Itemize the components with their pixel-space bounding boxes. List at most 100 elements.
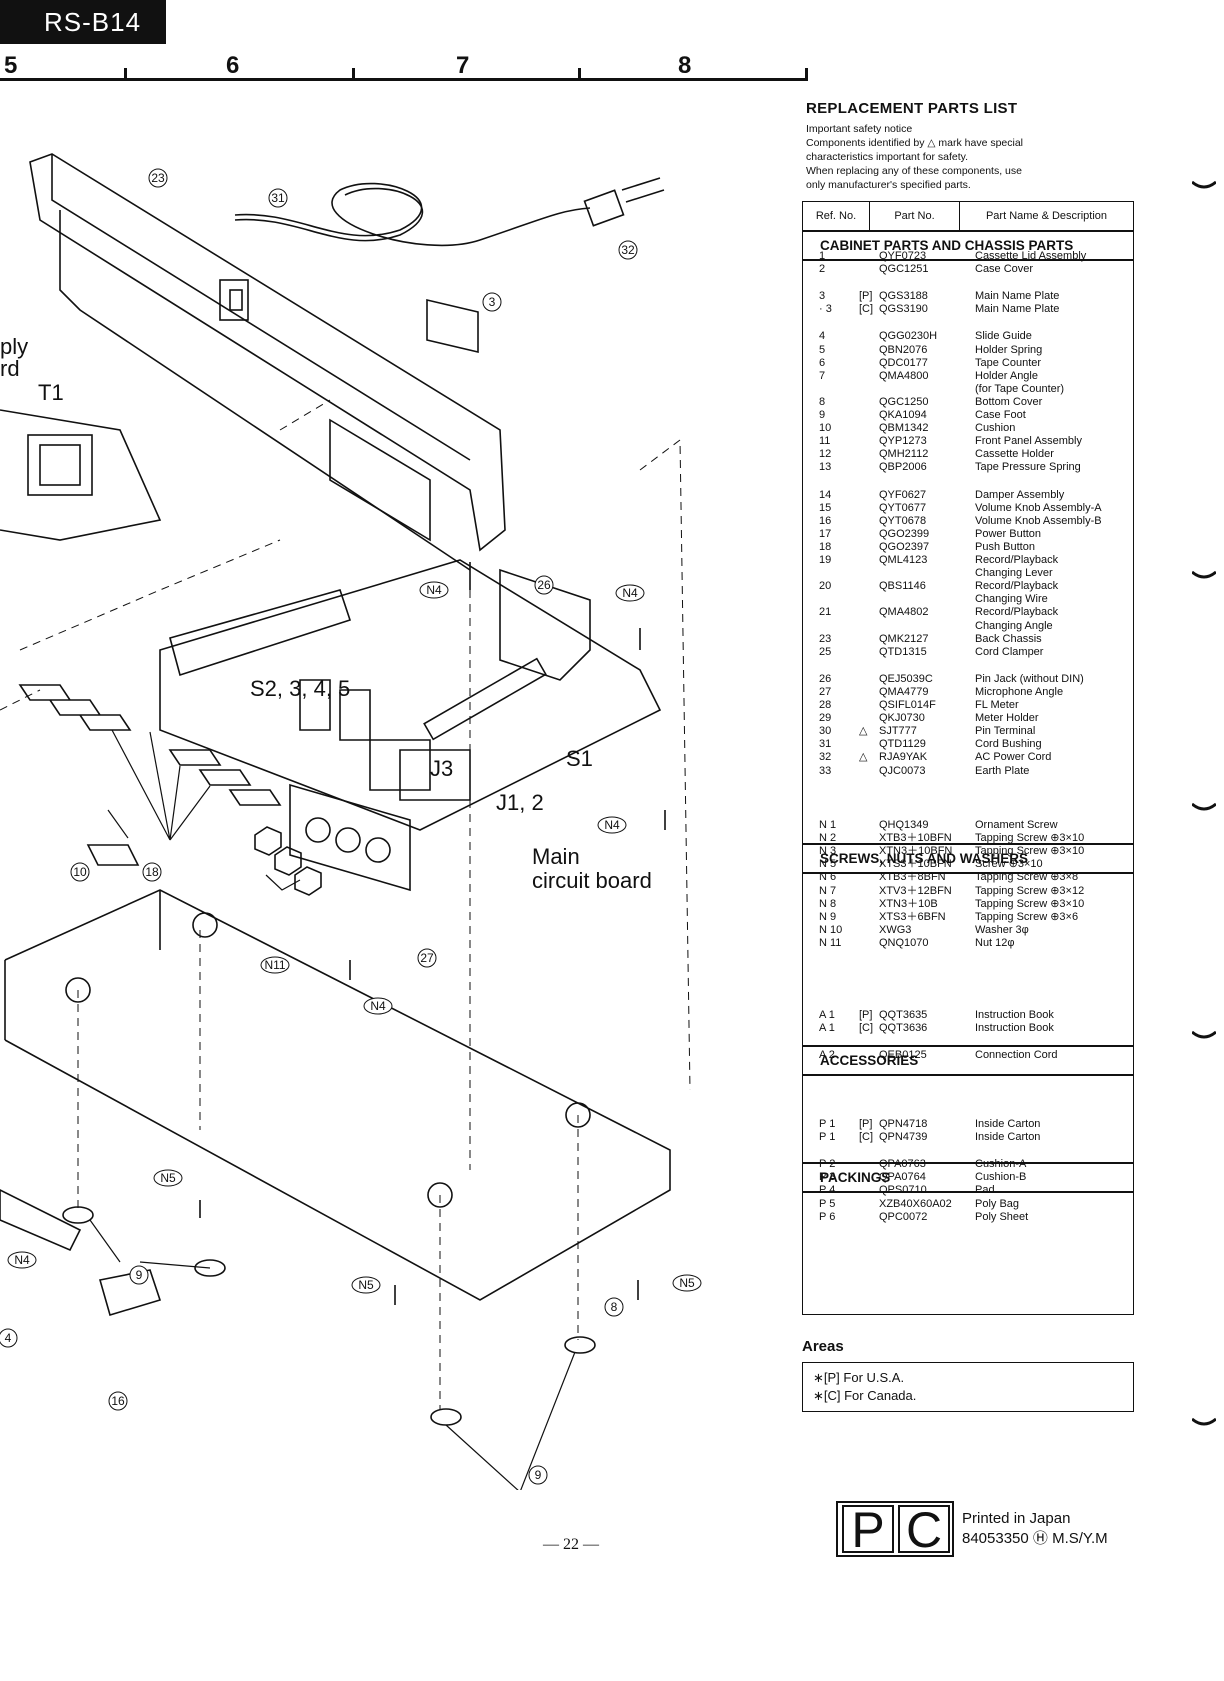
part-name: Tapping Screw ⊕3×12 <box>975 884 1085 897</box>
part-no: QYF0627 <box>879 488 927 501</box>
ref-no: 16 <box>819 514 832 527</box>
part-no: RJA9YAK <box>879 751 928 764</box>
area-usa: ∗[P] For U.S.A. <box>813 1370 905 1385</box>
part-name: Record/Playback <box>975 554 1059 566</box>
section-packings: PACKINGS <box>820 1170 891 1185</box>
part-no: QGG0230H <box>879 330 938 343</box>
table-row: Changing Lever <box>803 566 1133 580</box>
cushion <box>86 844 140 866</box>
part-no: QPC0072 <box>879 1210 928 1223</box>
table-row: Changing Angle <box>803 619 1133 633</box>
ref-no: 33 <box>819 764 832 777</box>
table-rule <box>803 1045 1133 1047</box>
part-no: QMA4800 <box>879 369 929 382</box>
pc-logo-c: C <box>898 1505 950 1555</box>
area-code: [P] <box>859 290 873 303</box>
part-no: QEB0125 <box>879 1049 927 1062</box>
label-s2345: S2, 3, 4, 5 <box>250 676 350 701</box>
nuts <box>254 826 322 896</box>
ref-no: N 11 <box>819 936 842 949</box>
part-no: QMK2127 <box>879 632 929 645</box>
callout-n4: N4 <box>622 586 638 600</box>
part-no: QGC1251 <box>879 263 929 276</box>
part-name: FL Meter <box>975 699 1019 711</box>
parts-list-title: REPLACEMENT PARTS LIST <box>806 100 1018 117</box>
safety-notice-line: Components identified by △ mark have spe… <box>806 137 1024 149</box>
ref-no: 14 <box>819 488 832 501</box>
ref-no: 20 <box>819 580 832 593</box>
part-name: Pad <box>975 1184 995 1197</box>
ref-no: 9 <box>819 409 826 421</box>
area-code: [C] <box>859 303 874 316</box>
part-name: Cassette Lid Assembly <box>975 250 1087 262</box>
part-name: Tapping Screw ⊕3×10 <box>975 832 1085 845</box>
ref-no: N 1 <box>819 819 837 831</box>
part-name: Inside Carton <box>975 1131 1041 1144</box>
callout-27: 27 <box>420 951 434 965</box>
column-number: 5 <box>4 52 18 79</box>
part-name: Back Chassis <box>975 632 1042 645</box>
part-no: QBP2006 <box>879 461 927 474</box>
bottom-cover <box>4 889 671 1301</box>
label-circuit-board: circuit board <box>532 868 652 893</box>
ruler-tick <box>578 68 581 80</box>
part-no: XZB40X60A02 <box>879 1197 952 1210</box>
ref-no: · 3 <box>819 303 832 316</box>
table-rule <box>803 872 1133 874</box>
part-name: Record/Playback <box>975 606 1059 619</box>
part-no: QGO2397 <box>879 540 930 553</box>
ref-no: 1 <box>819 250 826 262</box>
part-name: AC Power Cord <box>975 751 1052 764</box>
callout-n4: N4 <box>14 1253 30 1267</box>
header-part-no: Part No. <box>894 210 935 222</box>
ref-no: 13 <box>819 461 832 474</box>
part-no: QKA1094 <box>879 409 927 421</box>
case-foot <box>62 1206 94 1224</box>
safety-notice: Important safety notice Components ident… <box>806 122 1106 192</box>
part-name: Slide Guide <box>975 330 1032 343</box>
part-no: QNQ1070 <box>879 936 929 949</box>
part-name: Cord Bushing <box>975 738 1042 751</box>
part-name: Tapping Screw ⊕3×8 <box>975 871 1079 884</box>
area-canada: ∗[C] For Canada. <box>813 1388 917 1403</box>
table-row: (for Tape Counter) <box>803 382 1133 396</box>
page-number: — 22 — <box>543 1536 599 1553</box>
ref-no: N 10 <box>819 923 843 936</box>
part-no: QYT0678 <box>879 514 927 527</box>
main-circuit-board <box>159 559 662 831</box>
label-rd: rd <box>0 356 20 381</box>
power-cord <box>234 182 591 247</box>
part-no: XTS3＋10BFN <box>879 858 952 871</box>
header-divider <box>959 202 960 230</box>
section-screws: SCREWS, NUTS AND WASHERS <box>820 851 1029 866</box>
safety-notice-line: characteristics important for safety. <box>806 151 969 163</box>
table-rule <box>803 259 1133 261</box>
part-name: Instruction Book <box>975 1009 1054 1021</box>
ref-no: 11 <box>819 435 831 448</box>
printed-in-japan: Printed in Japan <box>962 1510 1071 1527</box>
part-name: Case Cover <box>975 263 1034 276</box>
